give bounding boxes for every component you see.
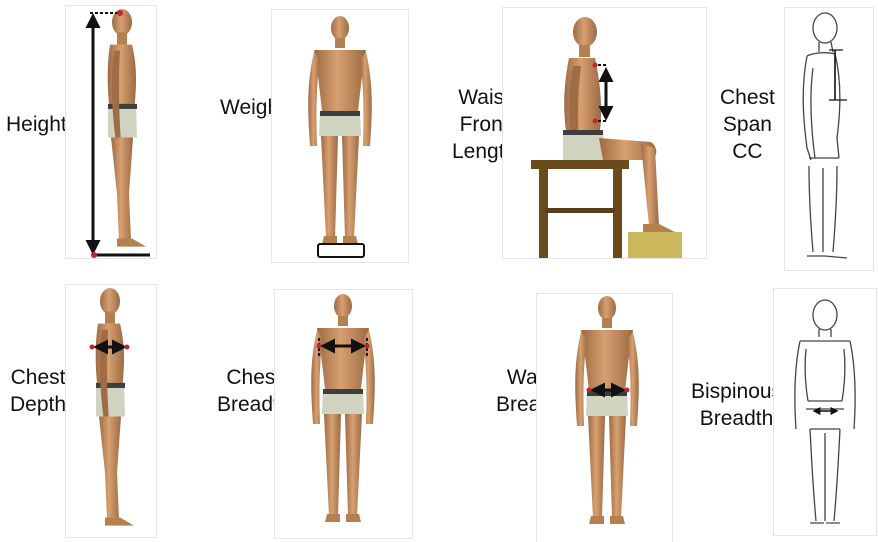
figure-chest-span-cc: [785, 8, 873, 270]
figure-weight: [272, 10, 408, 262]
label-chest-depth: Chest Depth: [10, 364, 66, 418]
label-bispinous-breadth: Bispinous Breadth: [691, 378, 782, 432]
figure-waist-breadth: [537, 294, 672, 542]
label-chest-span-cc: Chest Span CC: [720, 84, 775, 165]
figure-height: [66, 6, 156, 258]
landmark-dot: [117, 10, 123, 16]
figure-waist-front-length: [503, 8, 706, 258]
figure-chest-depth: [66, 285, 156, 537]
step-block: [628, 232, 682, 258]
label-height: Height: [6, 111, 67, 138]
stool: [531, 160, 629, 169]
scale-icon: [318, 244, 364, 257]
figure-bispinous-breadth: [774, 289, 876, 535]
figure-chest-breadth: [275, 290, 412, 538]
